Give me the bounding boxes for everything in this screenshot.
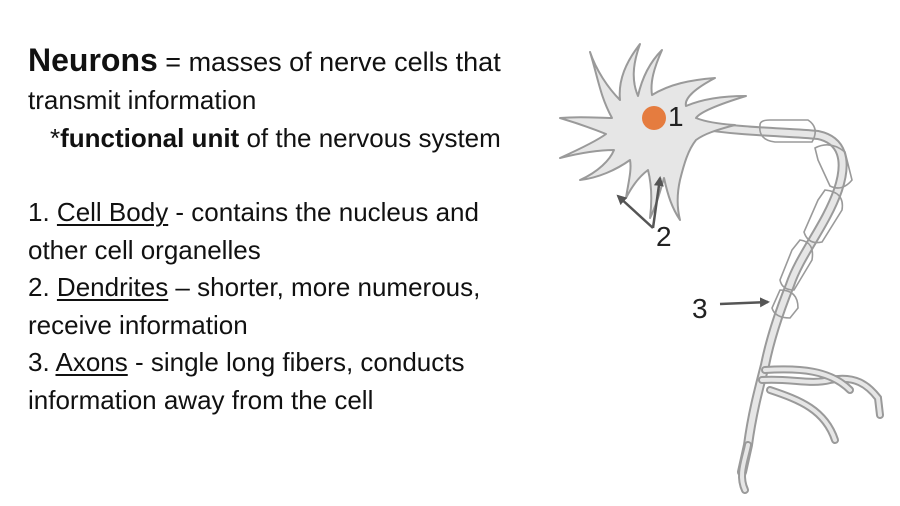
myelin-sheath [758, 119, 853, 319]
label-1: 1 [668, 101, 684, 132]
title-term: Neurons [28, 42, 158, 78]
cell-body [559, 43, 747, 221]
item-cell-body: 1. Cell Body - contains the nucleus and [28, 194, 568, 232]
functional-unit-note: *functional unit of the nervous system [28, 120, 568, 158]
item-axons-cont: information away from the cell [28, 384, 374, 415]
note-rest: of the nervous system [239, 122, 501, 153]
item-number: 2. [28, 272, 57, 302]
nucleus [642, 106, 666, 130]
item-description: – shorter, more numerous, [168, 272, 481, 302]
label-2: 2 [656, 221, 672, 252]
axon-arrow [719, 297, 770, 308]
item-cell-body-cont: other cell organelles [28, 234, 261, 265]
title-definition: = masses of nerve cells that [157, 47, 501, 77]
label-3: 3 [692, 293, 708, 324]
item-number: 1. [28, 197, 57, 227]
dendrite-arrows [616, 176, 664, 229]
item-term: Dendrites [56, 272, 169, 302]
item-dendrites-cont: receive information [28, 309, 248, 340]
item-description: - single long fibers, conducts [127, 347, 465, 377]
item-number: 3. [28, 347, 56, 377]
text-block: Neurons = masses of nerve cells that tra… [28, 40, 568, 419]
neuron-diagram: 1 2 3 [559, 43, 884, 494]
title-line-2: transmit information [28, 85, 257, 115]
title-line: Neurons = masses of nerve cells that [28, 40, 568, 82]
note-bold-term: functional unit [60, 122, 240, 153]
item-term: Axons [55, 347, 128, 377]
spacer [28, 157, 568, 194]
note-prefix: * [50, 122, 61, 153]
axon-terminals [738, 365, 884, 494]
item-description: - contains the nucleus and [168, 197, 479, 227]
item-dendrites: 2. Dendrites – shorter, more numerous, [28, 269, 568, 307]
item-term: Cell Body [56, 197, 169, 227]
item-axons: 3. Axons - single long fibers, conducts [28, 344, 568, 382]
